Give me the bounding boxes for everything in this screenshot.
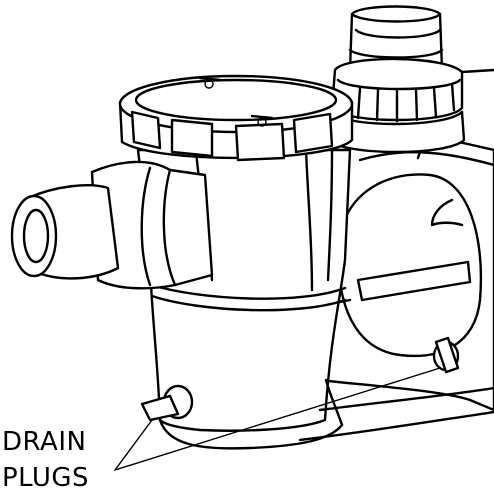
drain-plug-right <box>432 336 460 374</box>
callout-leaders <box>114 367 441 471</box>
base-plate <box>298 386 494 442</box>
drain-label-line1: DRAIN <box>2 427 87 457</box>
strainer-lid <box>118 74 354 162</box>
drain-label-line2: PLUGS <box>2 463 90 493</box>
top-valve-fitting <box>326 5 494 154</box>
drain-plug-left <box>140 384 194 422</box>
inlet-pipe <box>10 160 214 290</box>
